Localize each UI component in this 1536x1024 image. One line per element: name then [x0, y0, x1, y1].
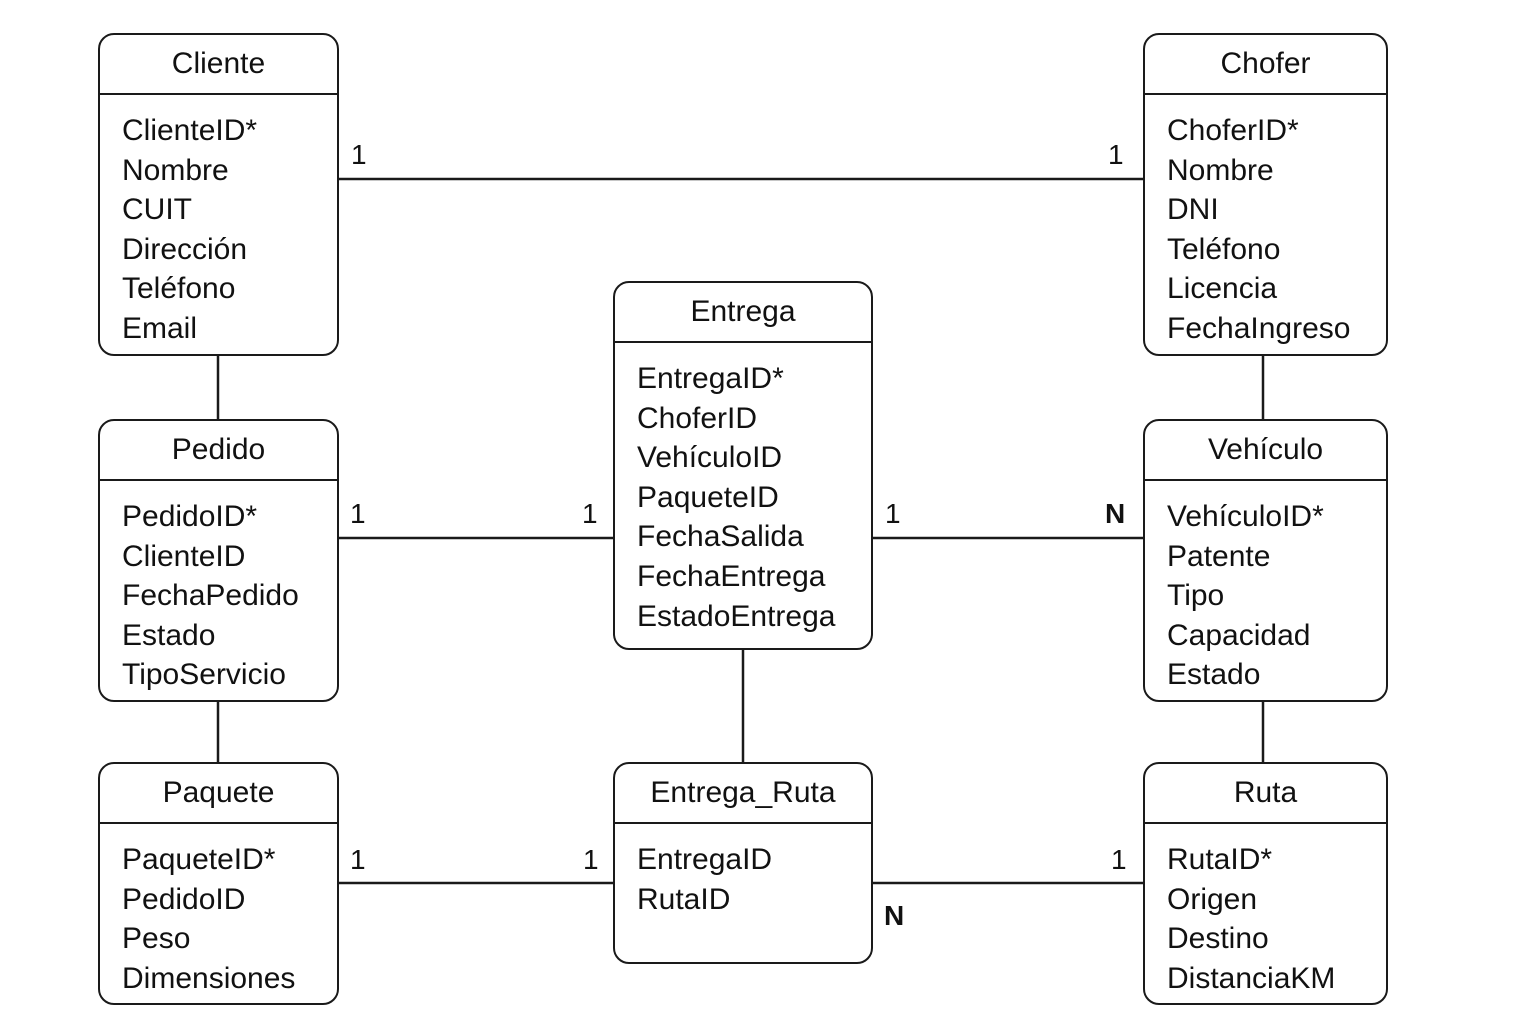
attribute: Nombre — [122, 153, 229, 187]
entity-ruta-title: Ruta — [1145, 764, 1386, 824]
attribute: PedidoID — [122, 882, 246, 916]
attribute: Nombre — [1167, 153, 1274, 187]
entity-vehiculo-attributes: VehículoID* Patente Tipo Capacidad Estad… — [1145, 481, 1386, 695]
attribute: EstadoEntrega — [637, 599, 836, 633]
attribute: Teléfono — [1167, 232, 1281, 266]
attribute: Destino — [1167, 922, 1269, 956]
entity-pedido: Pedido PedidoID* ClienteID FechaPedido E… — [98, 419, 339, 702]
attribute: Tipo — [1167, 579, 1225, 613]
entity-entrega: Entrega EntregaID* ChoferID VehículoID P… — [613, 281, 873, 650]
entity-chofer: Chofer ChoferID* Nombre DNI Teléfono Lic… — [1143, 33, 1388, 356]
attribute: Dirección — [122, 232, 248, 266]
card-cliente-chofer-left: 1 — [351, 139, 367, 170]
entity-cliente-attributes: ClienteID* Nombre CUIT Dirección Teléfon… — [100, 95, 337, 349]
entity-chofer-title: Chofer — [1145, 35, 1386, 95]
attribute: TipoServicio — [122, 658, 286, 692]
card-entregaruta-ruta-right: 1 — [1111, 844, 1127, 875]
entity-paquete-title: Paquete — [100, 764, 337, 824]
attribute: PedidoID* — [122, 500, 258, 533]
entity-pedido-attributes: PedidoID* ClienteID FechaPedido Estado T… — [100, 481, 337, 695]
attribute: FechaSalida — [637, 520, 804, 554]
attribute: Capacidad — [1167, 618, 1311, 652]
attribute: PaqueteID* — [122, 843, 276, 876]
attribute: VehículoID* — [1167, 500, 1324, 533]
card-entrega-vehiculo-right: N — [1105, 498, 1126, 529]
attribute: Teléfono — [122, 272, 236, 306]
attribute: Licencia — [1167, 272, 1278, 306]
entity-ruta-attributes: RutaID* Origen Destino DistanciaKM — [1145, 824, 1386, 998]
attribute: ClienteID — [122, 539, 246, 573]
attribute: RutaID* — [1167, 843, 1273, 876]
entity-ruta: Ruta RutaID* Origen Destino DistanciaKM — [1143, 762, 1388, 1005]
entity-vehiculo-title: Vehículo — [1145, 421, 1386, 481]
card-cliente-chofer-right: 1 — [1108, 139, 1124, 170]
entity-entrega-ruta: Entrega_Ruta EntregaID RutaID — [613, 762, 873, 964]
card-pedido-entrega-left: 1 — [350, 498, 366, 529]
entity-vehiculo: Vehículo VehículoID* Patente Tipo Capaci… — [1143, 419, 1388, 702]
attribute: Estado — [1167, 658, 1261, 692]
entity-entrega-attributes: EntregaID* ChoferID VehículoID PaqueteID… — [615, 343, 871, 636]
attribute: DistanciaKM — [1167, 961, 1336, 995]
attribute: ChoferID* — [1167, 114, 1299, 147]
entity-entrega-ruta-title: Entrega_Ruta — [615, 764, 871, 824]
entity-entrega-title: Entrega — [615, 283, 871, 343]
attribute: EntregaID — [637, 843, 773, 876]
attribute: DNI — [1167, 193, 1219, 227]
attribute: Patente — [1167, 539, 1271, 573]
attribute: ChoferID — [637, 401, 758, 435]
entity-entrega-ruta-attributes: EntregaID RutaID — [615, 824, 871, 919]
entity-pedido-title: Pedido — [100, 421, 337, 481]
attribute: EntregaID* — [637, 362, 784, 395]
entity-cliente-title: Cliente — [100, 35, 337, 95]
attribute: Email — [122, 311, 198, 345]
attribute: CUIT — [122, 193, 192, 227]
entity-cliente: Cliente ClienteID* Nombre CUIT Dirección… — [98, 33, 339, 356]
card-pedido-entrega-right: 1 — [582, 498, 598, 529]
entity-chofer-attributes: ChoferID* Nombre DNI Teléfono Licencia F… — [1145, 95, 1386, 349]
card-entrega-vehiculo-left: 1 — [885, 498, 901, 529]
attribute: Dimensiones — [122, 961, 296, 995]
attribute: FechaPedido — [122, 579, 299, 613]
attribute: PaqueteID — [637, 480, 779, 514]
entity-paquete-attributes: PaqueteID* PedidoID Peso Dimensiones — [100, 824, 337, 998]
card-paquete-entregaruta-right: 1 — [583, 844, 599, 875]
attribute: ClienteID* — [122, 114, 258, 147]
attribute: Estado — [122, 618, 216, 652]
attribute: FechaEntrega — [637, 559, 826, 593]
attribute: VehículoID — [637, 441, 783, 475]
card-paquete-entregaruta-left: 1 — [350, 844, 366, 875]
attribute: RutaID — [637, 882, 731, 916]
attribute: Origen — [1167, 882, 1258, 916]
entity-paquete: Paquete PaqueteID* PedidoID Peso Dimensi… — [98, 762, 339, 1005]
attribute: FechaIngreso — [1167, 311, 1351, 345]
attribute: Peso — [122, 922, 191, 956]
card-entregaruta-ruta-left: N — [884, 900, 905, 931]
